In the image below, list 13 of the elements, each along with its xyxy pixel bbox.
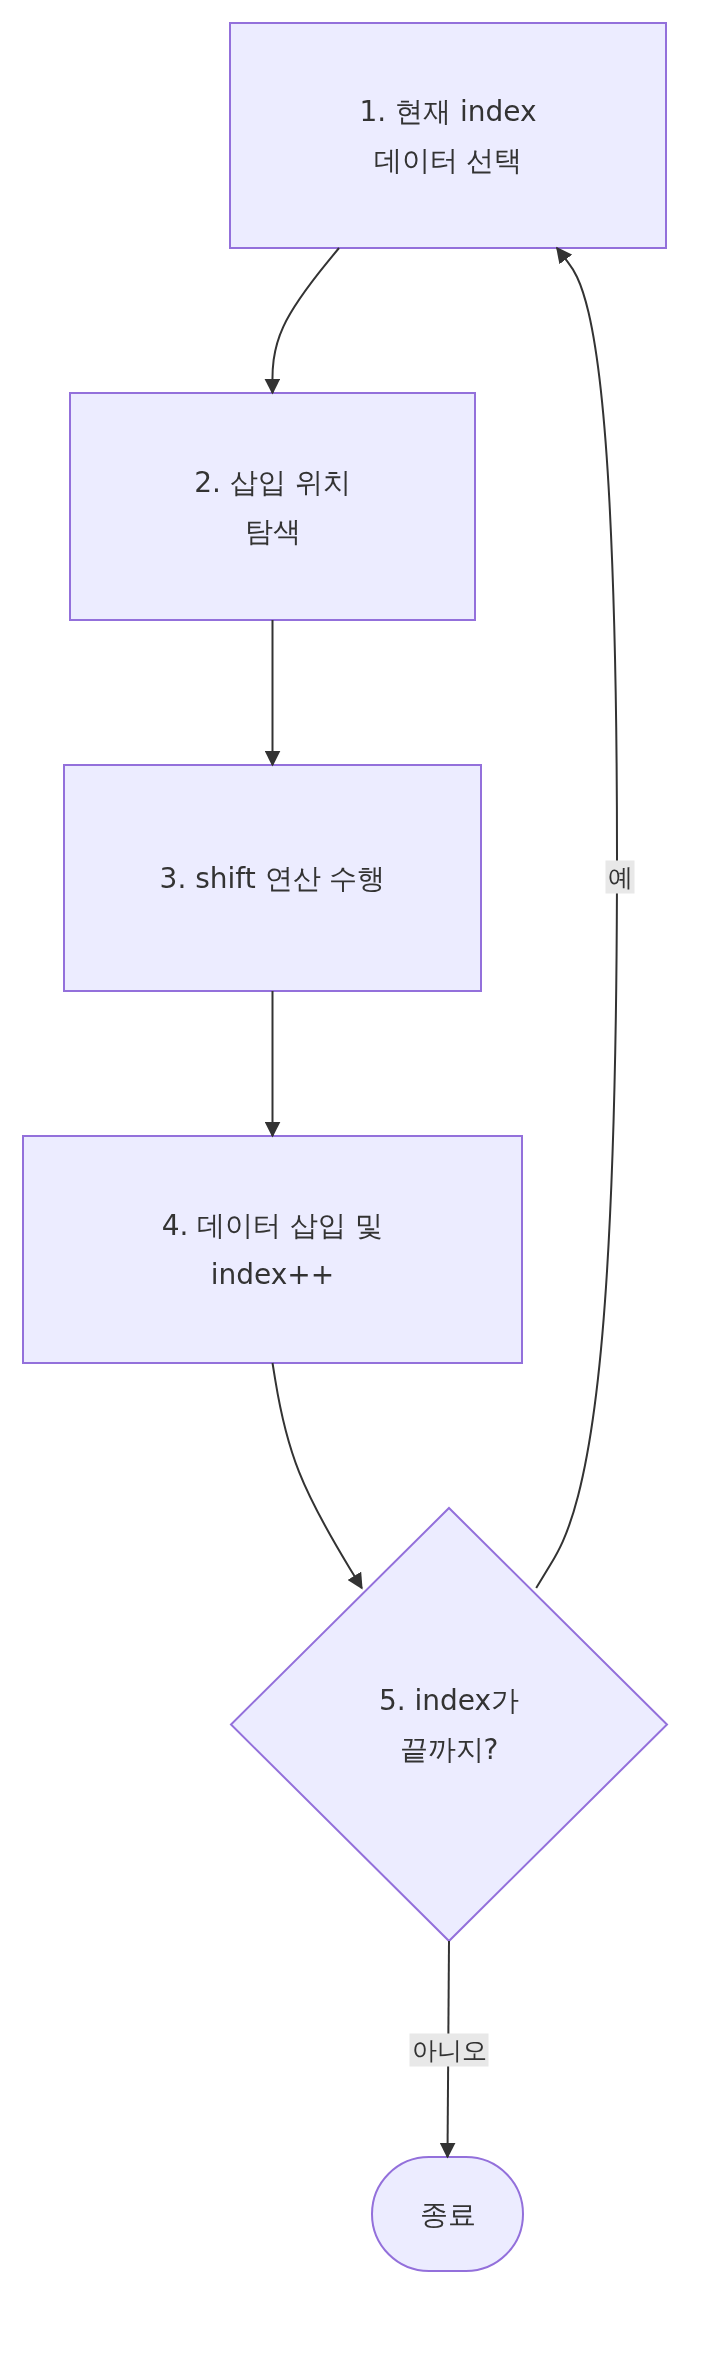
arrow <box>264 619 281 767</box>
node-label: 1. 현재 index 데이터 선택 <box>358 93 538 179</box>
node-label: 종료 <box>419 2196 476 2233</box>
arrow <box>264 990 281 1138</box>
arrow <box>264 247 340 395</box>
node-label: 3. shift 연산 수행 <box>159 860 386 897</box>
node-label: 5. index가 끝까지? <box>377 1682 521 1768</box>
node-label: 4. 데이터 삽입 및 index++ <box>160 1207 385 1293</box>
arrow <box>535 246 618 1590</box>
edge-label: 예 <box>605 860 635 894</box>
arrow <box>271 1362 363 1590</box>
node-label: 2. 삽입 위치 탐색 <box>193 464 352 550</box>
edge-label: 아니오 <box>409 2033 489 2067</box>
